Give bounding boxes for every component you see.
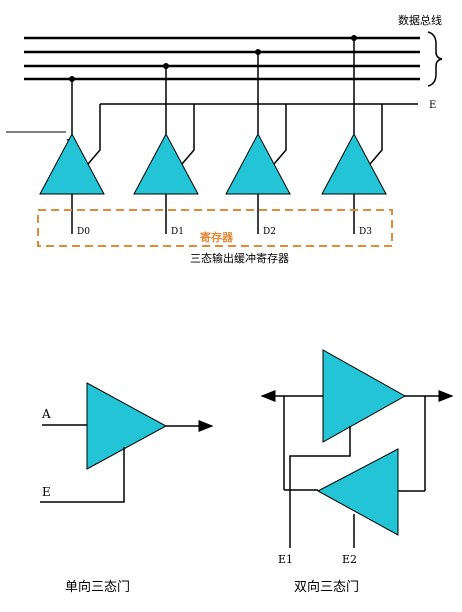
- buffer-0: [39, 79, 105, 234]
- bidirectional-caption: 双向三态门: [294, 579, 359, 595]
- enable-label: E: [429, 100, 436, 111]
- enable-label-e: E: [42, 485, 51, 499]
- bus-junctions: [69, 35, 357, 82]
- bidirectional-gate: [260, 349, 454, 548]
- enable1-label: E1: [278, 553, 293, 566]
- unidirectional-gate: [40, 382, 214, 503]
- unidirectional-caption: 单向三态门: [65, 579, 130, 595]
- buffer-1: [133, 66, 199, 234]
- buffer-3: [321, 38, 387, 234]
- output-label-d2: D2: [263, 227, 276, 237]
- data-bus: [24, 36, 420, 81]
- enable2-label: E2: [342, 553, 357, 566]
- register-label: 寄存器: [200, 230, 234, 244]
- output-label-d0: D0: [77, 227, 90, 237]
- buffer-2: [225, 52, 291, 234]
- bus-brace: [427, 31, 443, 87]
- output-labels: D0 D1 D2 D3: [77, 227, 372, 237]
- output-label-d1: D1: [171, 227, 184, 237]
- output-label-d3: D3: [359, 227, 372, 237]
- input-label-a: A: [41, 407, 51, 421]
- bus-label: 数据总线: [398, 13, 442, 27]
- top-caption: 三态输出缓冲寄存器: [190, 251, 289, 265]
- register-box: [37, 209, 393, 247]
